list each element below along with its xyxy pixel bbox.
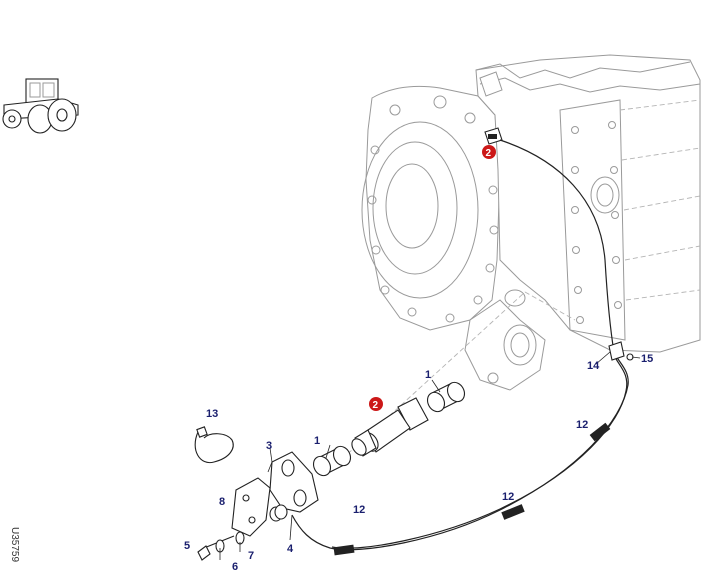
cable-tie [194,426,234,464]
speed-sensor-pin [351,397,429,457]
bushing-upper [426,381,466,413]
callout-labels: 1 1 2 2 3 4 5 6 7 8 12 12 12 13 14 15 [184,145,653,573]
svg-text:2: 2 [373,400,379,411]
callout-3: 3 [266,440,272,452]
callout-4: 4 [287,543,294,555]
callout-1a: 1 [425,369,431,381]
tractor-icon [2,78,79,134]
callout-5: 5 [184,540,190,552]
callout-7: 7 [248,550,254,562]
bracket [267,451,319,513]
sensor-connector [484,127,503,145]
callout-8: 8 [219,496,225,508]
callout-badge-2b: 2 [369,397,383,411]
callout-6: 6 [232,561,238,573]
drawing-code: U35759 [9,527,20,562]
side-plate-holes [571,121,622,324]
callout-1b: 1 [314,435,320,447]
callout-12c: 12 [353,504,365,516]
callout-15: 15 [641,353,653,365]
callout-12b: 12 [502,491,514,503]
wiring-harness [291,139,629,556]
spacer [269,504,288,522]
transmission-housing [329,54,701,471]
mounting-plate [231,477,271,537]
callout-badge-2a: 2 [482,145,496,159]
bolt-assembly [197,531,245,561]
callout-14: 14 [587,360,600,372]
callout-12a: 12 [576,419,588,431]
callout-13: 13 [206,408,218,420]
leader-lines [219,351,641,560]
svg-text:2: 2 [486,148,492,159]
bushing-lower [312,445,352,477]
